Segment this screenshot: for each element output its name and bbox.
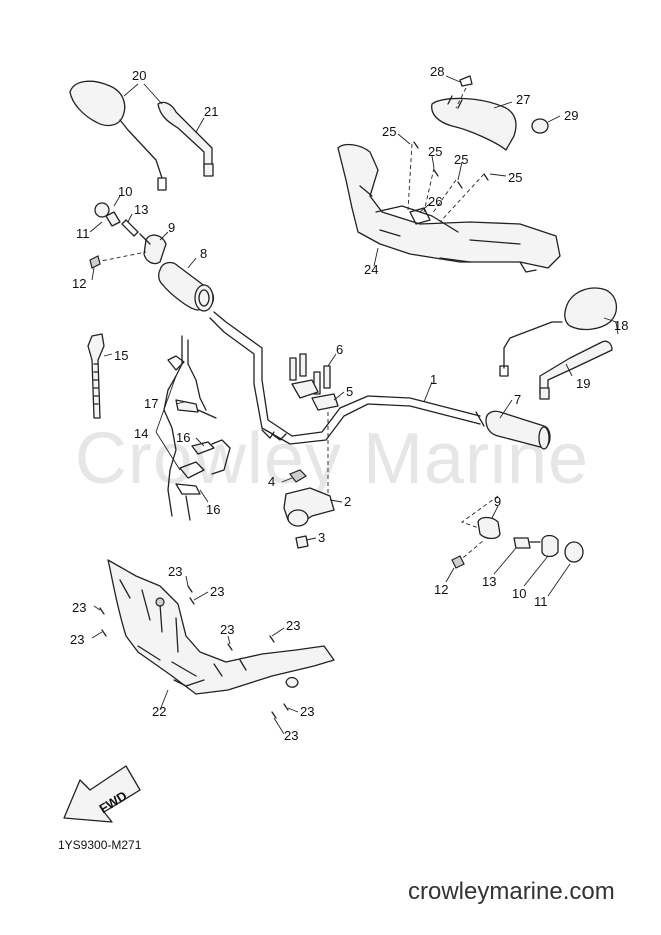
handlebar bbox=[209, 311, 485, 445]
callout-13-left: 13 bbox=[134, 202, 148, 217]
cable-tie bbox=[87, 333, 113, 419]
callout-12-left: 12 bbox=[72, 276, 86, 291]
callout-3: 3 bbox=[318, 530, 325, 545]
callout-28: 28 bbox=[430, 64, 444, 79]
callout-10-right: 10 bbox=[512, 586, 526, 601]
callout-8: 8 bbox=[200, 246, 207, 261]
callout-23-d: 23 bbox=[70, 632, 84, 647]
callout-13-right: 13 bbox=[482, 574, 496, 589]
top-cover-assembly bbox=[337, 75, 561, 273]
diagram-code: 1YS9300-M271 bbox=[58, 838, 142, 852]
right-grip bbox=[485, 399, 551, 450]
callout-7: 7 bbox=[514, 392, 521, 407]
callout-23-e: 23 bbox=[220, 622, 234, 637]
callout-21: 21 bbox=[204, 104, 218, 119]
callout-10-left: 10 bbox=[118, 184, 132, 199]
fwd-arrow: FWD bbox=[63, 765, 141, 823]
callout-23-h: 23 bbox=[284, 728, 298, 743]
callout-2: 2 bbox=[344, 494, 351, 509]
cable-assembly bbox=[155, 335, 231, 521]
callout-9-left: 9 bbox=[168, 220, 175, 235]
callout-23-f: 23 bbox=[286, 618, 300, 633]
callout-25-c: 25 bbox=[454, 152, 468, 167]
callout-27: 27 bbox=[516, 92, 530, 107]
callout-25-a: 25 bbox=[382, 124, 396, 139]
callout-12-right: 12 bbox=[434, 582, 448, 597]
callout-24: 24 bbox=[364, 262, 378, 277]
callout-25-d: 25 bbox=[508, 170, 522, 185]
site-footer: crowleymarine.com bbox=[408, 878, 615, 905]
right-mirror bbox=[499, 287, 619, 400]
right-grip-parts bbox=[445, 495, 584, 597]
callout-17: 17 bbox=[144, 396, 158, 411]
left-grip-assembly bbox=[89, 195, 215, 312]
callout-18: 18 bbox=[614, 318, 628, 333]
callout-23-b: 23 bbox=[210, 584, 224, 599]
callout-16-upper: 16 bbox=[176, 430, 190, 445]
callout-16-lower: 16 bbox=[206, 502, 220, 517]
callout-29: 29 bbox=[564, 108, 578, 123]
callout-11-left: 11 bbox=[76, 226, 90, 241]
callout-23-g: 23 bbox=[300, 704, 314, 719]
lower-cover-assembly bbox=[91, 559, 335, 735]
callout-25-b: 25 bbox=[428, 144, 442, 159]
callout-20: 20 bbox=[132, 68, 146, 83]
callout-15: 15 bbox=[114, 348, 128, 363]
callout-19: 19 bbox=[576, 376, 590, 391]
callout-1: 1 bbox=[430, 372, 437, 387]
callout-labels: 1 2 3 4 5 6 7 8 9 9 10 10 11 11 12 12 13… bbox=[70, 64, 628, 743]
callout-23-c: 23 bbox=[72, 600, 86, 615]
callout-23-a: 23 bbox=[168, 564, 182, 579]
callout-14: 14 bbox=[134, 426, 148, 441]
callout-6: 6 bbox=[336, 342, 343, 357]
callout-26: 26 bbox=[428, 194, 442, 209]
callout-11-right: 11 bbox=[534, 594, 548, 609]
left-mirror bbox=[69, 80, 214, 191]
holder-assembly bbox=[281, 353, 345, 549]
callout-9-right: 9 bbox=[494, 494, 501, 509]
callout-5: 5 bbox=[346, 384, 353, 399]
callout-4: 4 bbox=[268, 474, 275, 489]
callout-22: 22 bbox=[152, 704, 166, 719]
